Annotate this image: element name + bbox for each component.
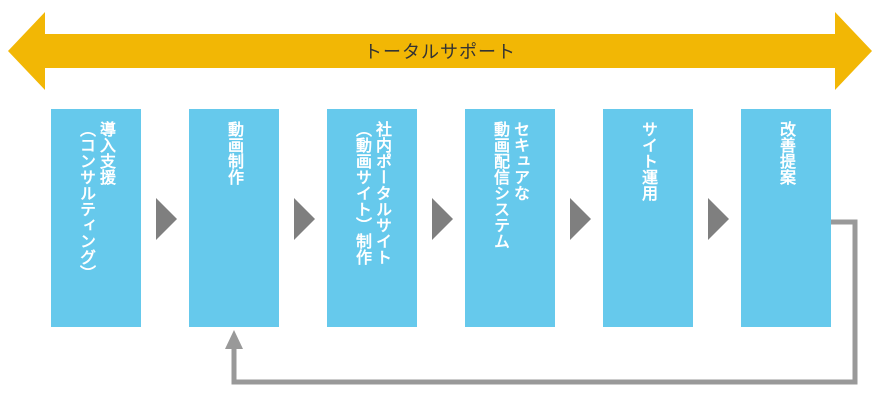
- step-6-line-1: 改善提案: [777, 121, 796, 185]
- step-1: 導入支援 （コンサルティング）: [51, 109, 141, 327]
- step-box-6: [741, 109, 831, 327]
- chevron-right-icon: [570, 198, 591, 240]
- step-5: サイト運用: [603, 109, 693, 327]
- step-5-line-1: サイト運用: [639, 121, 658, 201]
- step-4-line-1: セキュアな: [511, 121, 530, 201]
- arrow-up-icon: [225, 330, 243, 349]
- step-4-line-2: 動画配信システム: [491, 121, 510, 249]
- chevron-right-icon: [708, 198, 729, 240]
- step-box-1: [51, 109, 141, 327]
- banner-double-arrow: [8, 12, 872, 90]
- step-box-4: [465, 109, 555, 327]
- step-4: セキュアな 動画配信システム: [465, 109, 555, 327]
- step-6: 改善提案: [741, 109, 831, 327]
- step-3: 社内ポータルサイト （動画サイト）制作: [327, 109, 417, 327]
- step-box-3: [327, 109, 417, 327]
- feedback-loop-line: [231, 219, 858, 385]
- chevron-right-icon: [156, 198, 177, 240]
- step-3-line-2: （動画サイト）制作: [353, 121, 372, 265]
- chevron-right-icon: [432, 198, 453, 240]
- step-2: 動画制作: [189, 109, 279, 327]
- step-2-line-1: 動画制作: [225, 121, 244, 185]
- banner-label: トータルサポート: [364, 42, 516, 63]
- step-1-line-2: （コンサルティング）: [77, 121, 96, 281]
- step-1-line-1: 導入支援: [97, 121, 116, 185]
- step-3-line-1: 社内ポータルサイト: [373, 121, 392, 265]
- chevron-right-icon: [294, 198, 315, 240]
- step-box-2: [189, 109, 279, 327]
- step-box-5: [603, 109, 693, 327]
